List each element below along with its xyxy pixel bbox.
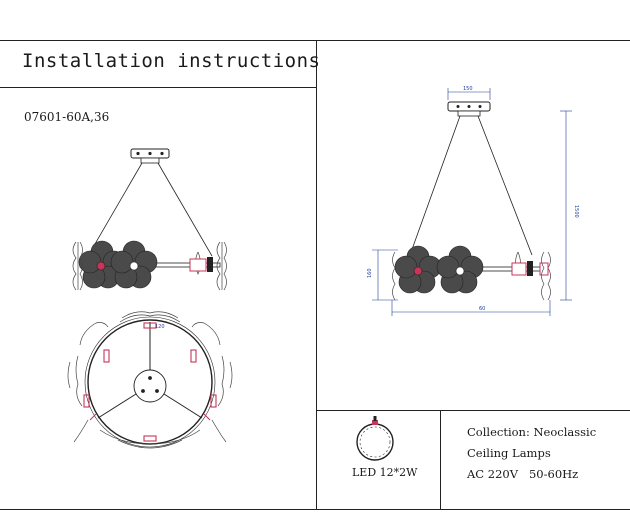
top-view-accents (83, 322, 217, 442)
led-spec-label: LED 12*2W (352, 466, 418, 479)
dim-flower-left (394, 245, 442, 294)
height-label: 1500 (573, 205, 579, 218)
dim-canopy-width (447, 88, 491, 100)
product-category: Ceiling Lamps (467, 446, 551, 460)
canopy-width-label: 150 (463, 86, 473, 92)
dim-canopy (447, 101, 491, 117)
model-code: 07601-60A,36 (24, 110, 110, 124)
diameter-label: 60 (479, 306, 485, 312)
dim-leaves (392, 251, 551, 301)
page-title: Installation instructions (22, 50, 321, 72)
canopy (130, 148, 170, 164)
dim-flower-right (436, 245, 484, 294)
suspension-cables (87, 162, 213, 257)
side-accent-holders (189, 257, 213, 272)
side-leaf-left (72, 241, 83, 291)
dim-cables (409, 115, 533, 256)
led-ring-icon (356, 416, 394, 461)
side-flower-left (78, 240, 126, 289)
top-view-leaves (67, 311, 233, 449)
dim-diameter (391, 300, 551, 316)
lamp-height-label: 160 (367, 268, 373, 278)
collection-name: Collection: Neoclassic (467, 425, 597, 439)
side-flower-right (110, 240, 158, 289)
product-spec: Collection: Neoclassic Ceiling Lamps AC … (467, 422, 596, 485)
ring-marker-label: 120 (155, 324, 165, 330)
dim-accent-holders (511, 261, 549, 276)
dim-height (560, 110, 572, 301)
power-spec: AC 220V 50-60Hz (467, 467, 579, 481)
dim-lamp-height (372, 249, 398, 301)
